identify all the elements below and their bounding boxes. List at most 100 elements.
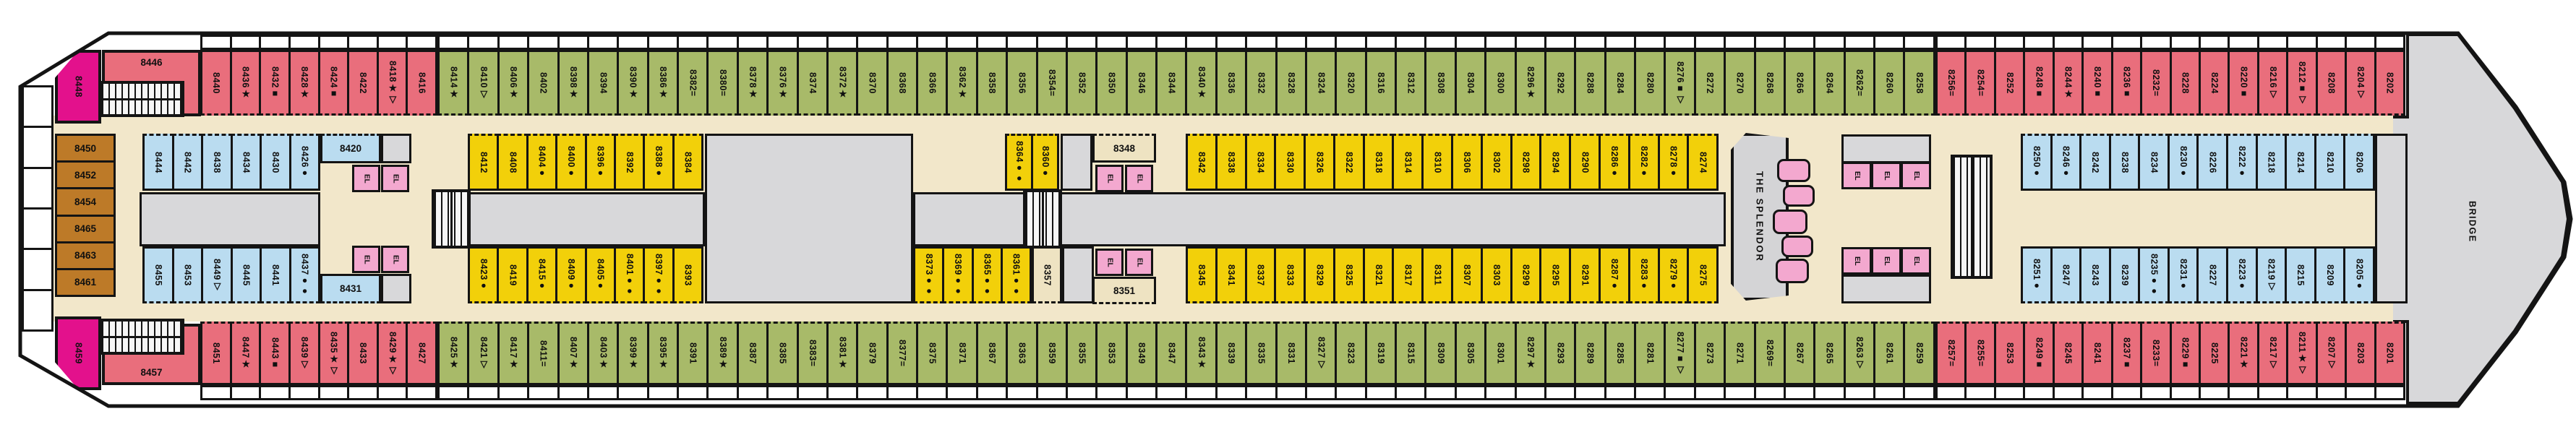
cabin[interactable]: 8257= [1935, 322, 1967, 385]
cabin[interactable]: 8389★ [706, 322, 739, 385]
cabin[interactable]: 8405● [584, 246, 616, 303]
cabin[interactable]: 8357 [1032, 246, 1062, 303]
cabin[interactable]: 8418★▽ [376, 50, 408, 116]
cabin[interactable]: 8259 [1903, 322, 1935, 385]
cabin[interactable]: 8365●● [971, 246, 1003, 303]
cabin[interactable]: 8392 [613, 134, 646, 191]
cabin[interactable]: 8423● [468, 246, 500, 303]
cabin[interactable]: 8241 [2081, 322, 2113, 385]
cabin[interactable]: 8306 [1451, 134, 1483, 191]
cabin[interactable]: 8388● [643, 134, 675, 191]
cabin[interactable]: 8297★ [1514, 322, 1546, 385]
cabin[interactable]: 8440 [200, 50, 232, 116]
cabin[interactable]: 8337 [1244, 246, 1277, 303]
cabin[interactable]: 8326 [1304, 134, 1335, 191]
cabin[interactable]: 8298 [1510, 134, 1542, 191]
elevator[interactable]: EL [1871, 247, 1901, 275]
cabin[interactable]: 8387 [736, 322, 769, 385]
cabin[interactable]: 8376★ [766, 50, 799, 116]
cabin[interactable]: 8414★ [437, 50, 470, 116]
cabin[interactable]: 8302 [1480, 134, 1512, 191]
cabin[interactable]: 8371 [946, 322, 978, 385]
cabin[interactable]: 8222● [2226, 134, 2258, 191]
cabin[interactable]: 8344 [1155, 50, 1188, 116]
cabin[interactable]: 8336 [1215, 50, 1248, 116]
cabin[interactable]: 8229■ [2169, 322, 2201, 385]
cabin[interactable]: 8441 [260, 246, 291, 303]
cabin[interactable]: 8454 [55, 187, 116, 217]
cabin[interactable]: 8247 [2050, 246, 2082, 303]
cabin[interactable]: 8316 [1364, 50, 1397, 116]
cabin[interactable]: 8461 [55, 267, 116, 298]
cabin[interactable]: 8231● [2167, 246, 2199, 303]
elevator[interactable]: EL [381, 165, 409, 192]
cabin[interactable]: 8237■ [2110, 322, 2143, 385]
cabin[interactable]: 8442 [171, 134, 203, 191]
cabin[interactable]: 8443■ [259, 322, 291, 385]
cabin[interactable]: 8246● [2050, 134, 2082, 191]
stairs[interactable] [1951, 155, 1993, 279]
cabin[interactable]: 8223● [2226, 246, 2258, 303]
cabin[interactable]: 8343★ [1185, 322, 1218, 385]
cabin[interactable]: 8436★ [229, 50, 262, 116]
cabin[interactable]: 8290 [1569, 134, 1601, 191]
cabin[interactable]: 8278● [1657, 134, 1690, 191]
cabin[interactable]: 8404● [526, 134, 558, 191]
cabin[interactable]: 8216▽ [2256, 50, 2289, 116]
elevator[interactable]: EL [1871, 162, 1901, 189]
cabin[interactable]: 8320 [1335, 50, 1367, 116]
cabin[interactable]: 8339 [1215, 322, 1248, 385]
cabin[interactable]: 8251● [2021, 246, 2053, 303]
cabin[interactable]: 8358 [975, 50, 1009, 116]
cabin[interactable]: 8309 [1424, 322, 1457, 385]
cabin[interactable]: 8230● [2167, 134, 2199, 191]
cabin[interactable]: 8350 [1095, 50, 1128, 116]
cabin[interactable]: 8417★ [497, 322, 530, 385]
cabin[interactable]: 8449▽ [201, 246, 233, 303]
cabin[interactable]: 8416 [406, 50, 437, 116]
cabin[interactable]: 8205● [2343, 246, 2375, 303]
cabin[interactable]: 8312 [1395, 50, 1427, 116]
cabin[interactable]: 8242 [2079, 134, 2111, 191]
cabin[interactable]: 8321 [1362, 246, 1395, 303]
cabin[interactable]: 8243 [2079, 246, 2111, 303]
cabin[interactable]: 8364●● [1005, 134, 1033, 191]
cabin[interactable]: 8367 [975, 322, 1009, 385]
cabin[interactable]: 8324 [1304, 50, 1338, 116]
cabin[interactable]: 8447★ [229, 322, 262, 385]
cabin[interactable]: 8317 [1392, 246, 1424, 303]
cabin[interactable]: 8403★ [586, 322, 620, 385]
cabin[interactable]: 8355 [1065, 322, 1098, 385]
cabin[interactable]: 8431 [320, 274, 381, 303]
cabin[interactable]: 8294 [1539, 134, 1572, 191]
cabin[interactable]: 8382= [677, 50, 709, 116]
cabin[interactable]: 8270 [1724, 50, 1756, 116]
cabin[interactable]: 8421▽ [467, 322, 500, 385]
cabin[interactable]: 8360● [1031, 134, 1059, 191]
elevator[interactable]: EL [352, 165, 380, 192]
cabin[interactable]: 8422 [347, 50, 379, 116]
stairs[interactable] [432, 189, 471, 249]
cabin[interactable]: 8228 [2169, 50, 2201, 116]
cabin[interactable]: 8353 [1095, 322, 1128, 385]
cabin[interactable]: 8303 [1480, 246, 1512, 303]
cabin[interactable]: 8415● [526, 246, 558, 303]
cabin[interactable]: 8300 [1484, 50, 1517, 116]
cabin[interactable]: 8453 [171, 246, 203, 303]
cabin[interactable]: 8426● [288, 134, 320, 191]
cabin[interactable]: 8254= [1964, 50, 1996, 116]
cabin[interactable]: 8386★ [646, 50, 679, 116]
cabin[interactable]: 8433 [347, 322, 379, 385]
cabin[interactable]: 8378★ [736, 50, 769, 116]
cabin[interactable]: 8341 [1215, 246, 1247, 303]
cabin[interactable]: 8212■▽ [2286, 50, 2318, 116]
cabin[interactable]: 8314 [1392, 134, 1424, 191]
cabin[interactable]: 8335 [1245, 322, 1278, 385]
cabin[interactable]: 8289 [1574, 322, 1606, 385]
cabin[interactable]: 8349 [1125, 322, 1158, 385]
cabin[interactable]: 8252 [1993, 50, 2026, 116]
cabin[interactable]: 8340★ [1185, 50, 1218, 116]
cabin[interactable]: 8227 [2196, 246, 2229, 303]
cabin[interactable]: 8385 [766, 322, 799, 385]
cabin[interactable]: 8221★ [2228, 322, 2259, 385]
